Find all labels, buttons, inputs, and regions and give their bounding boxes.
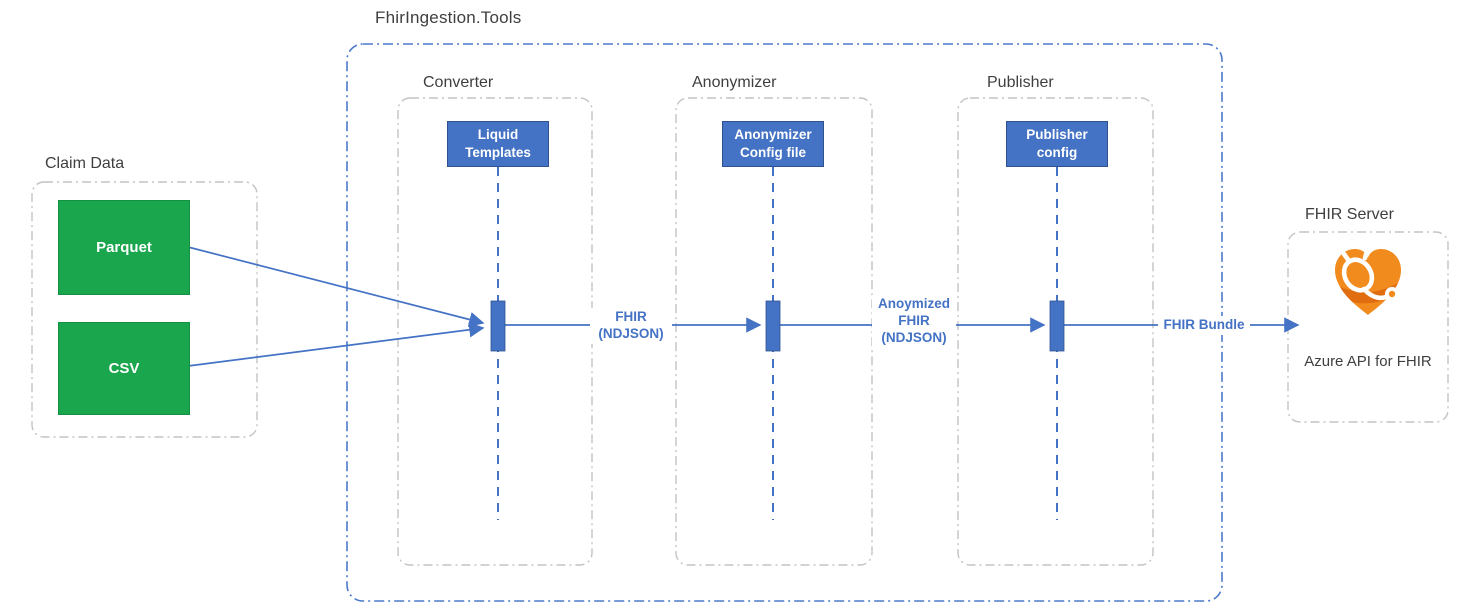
fhir-server-label: FHIR Server	[1305, 206, 1394, 223]
flow-label-fhir-bundle: FHIR Bundle	[1158, 316, 1250, 335]
flow-label-fhir-ndjson: FHIR (NDJSON)	[590, 308, 672, 344]
arrow-parquet-to-converter	[187, 246, 485, 327]
publisher-container	[957, 97, 1154, 566]
anonymizer-container	[675, 97, 873, 566]
publisher-config-node: Publisher config	[1006, 121, 1108, 167]
converter-container	[397, 97, 593, 566]
anonymizer-activation-bar	[765, 300, 781, 352]
diagram-title: FhirIngestion.Tools	[375, 8, 522, 27]
claim-data-label: Claim Data	[45, 155, 125, 172]
publisher-activation-bar	[1049, 300, 1065, 352]
anonymizer-label: Anonymizer	[692, 74, 777, 91]
publisher-label: Publisher	[987, 74, 1054, 91]
csv-node: CSV	[58, 322, 190, 415]
azure-api-for-fhir-icon	[1328, 242, 1408, 322]
converter-label: Converter	[423, 74, 494, 91]
liquid-templates-node: Liquid Templates	[447, 121, 549, 167]
arrow-csv-to-converter	[187, 322, 485, 367]
flow-label-anoymized-fhir-ndjson: Anoymized FHIR (NDJSON)	[872, 295, 956, 348]
converter-activation-bar	[490, 300, 506, 352]
parquet-node: Parquet	[58, 200, 190, 295]
azure-api-for-fhir-label: Azure API for FHIR	[1304, 353, 1432, 370]
anonymizer-config-node: Anonymizer Config file	[722, 121, 824, 167]
